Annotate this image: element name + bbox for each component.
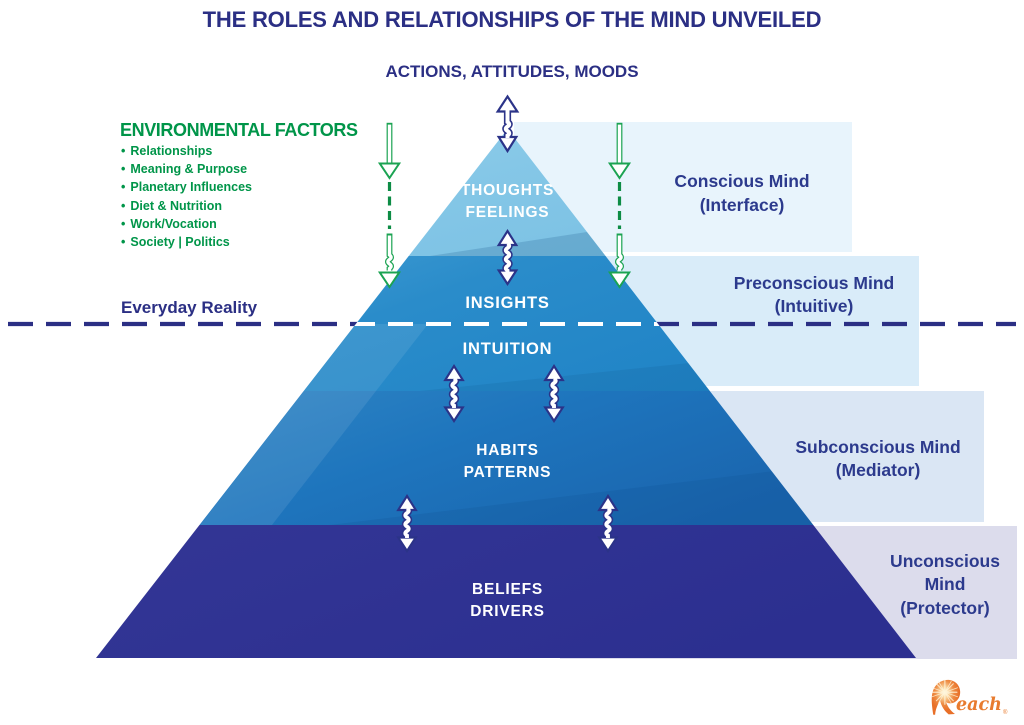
wavy-arrow-habits-beliefs-right [597,493,619,553]
everyday-reality-label: Everyday Reality [121,298,258,317]
bullet-icon: • [121,198,126,213]
thoughts-feelings-label: THOUGHTS FEELINGS [460,182,555,221]
habits-patterns-label: HABITS PATTERNS [463,442,552,481]
unconscious-mind-label: Unconscious Mind (Protector) [890,550,1000,618]
environment-arrow-right [607,122,632,289]
bullet-icon: • [121,180,126,195]
logo-wordmark: each [956,695,1002,715]
list-item: •Planetary Influences [121,180,252,195]
list-item: •Society | Politics [121,235,230,250]
reach-logo-mark [931,679,961,715]
subconscious-mind-label: Subconscious Mind (Mediator) [795,436,961,481]
wavy-arrow-habits-beliefs-left [396,493,418,553]
bullet-icon: • [121,162,126,177]
apex-bidirectional-arrow [495,94,520,154]
bullet-icon: • [121,144,126,158]
registered-mark: ® [1003,710,1008,716]
list-item: •Meaning & Purpose [121,162,248,177]
reach-logo: each ® [923,670,1023,720]
wavy-arrow-intuition-habits-left [443,363,465,423]
list-item: •Relationships [121,144,213,158]
beliefs-drivers-label: BELIEFS DRIVERS [470,581,545,620]
page-title: THE ROLES AND RELATIONSHIPS OF THE MIND … [202,7,822,32]
wavy-arrow-intuition-habits-right [543,363,565,423]
list-item: •Work/Vocation [121,216,217,231]
insights-label: INSIGHTS [465,293,550,312]
environmental-factors-heading: ENVIRONMENTAL FACTORS [120,120,358,140]
bullet-icon: • [121,235,126,250]
logo-r-sunburst [931,679,961,715]
layer-beliefs-drivers [96,525,916,658]
bullet-icon: • [121,216,126,231]
wavy-arrow-feelings-insights [496,228,519,286]
list-item: •Diet & Nutrition [121,198,223,213]
preconscious-mind-label: Preconscious Mind (Intuitive) [733,272,895,317]
conscious-mind-label: Conscious Mind (Interface) [674,171,810,215]
environmental-factors-list: •Relationships •Meaning & Purpose •Plane… [121,142,252,251]
actions-attitudes-moods-label: ACTIONS, ATTITUDES, MOODS [385,62,639,81]
intuition-label: INTUITION [462,339,553,358]
environment-arrow-left [377,122,402,289]
